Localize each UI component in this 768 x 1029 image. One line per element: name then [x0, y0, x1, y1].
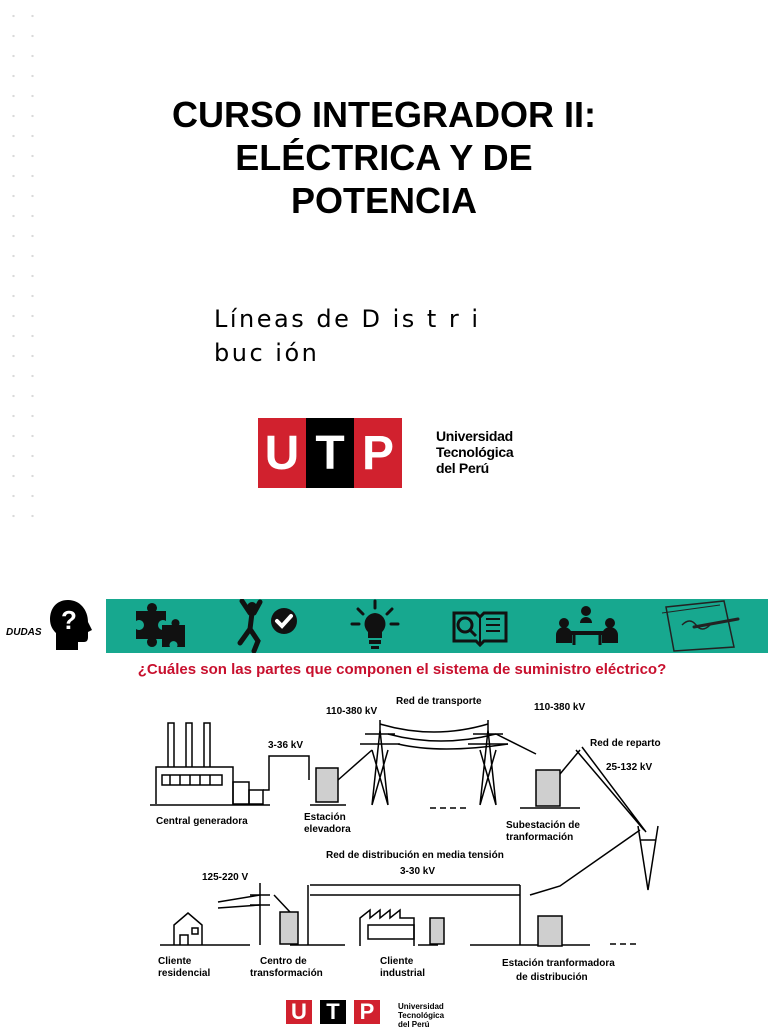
label-estacion: Estación: [304, 812, 346, 823]
logo-wordmark: U T P: [258, 418, 402, 488]
distribution-tower: [637, 825, 659, 891]
logo-text-line: Tecnológica: [436, 444, 514, 460]
logo-letter-p: P: [354, 418, 402, 488]
label-tranformacion: tranformación: [506, 832, 573, 843]
logo-text-line: del Perú: [398, 1020, 430, 1029]
logo-text-line: Universidad: [398, 1002, 444, 1011]
utp-logo-footer: U T P Universidad Tecnológica del Perú: [286, 999, 444, 1029]
label-voltage-3-36: 3-36 kV: [268, 740, 303, 751]
logo-text-line: del Perú: [436, 460, 489, 476]
label-estacion-tr-2: de distribución: [516, 972, 588, 983]
logo-letter-u: U: [286, 999, 312, 1024]
label-cliente-residencial-1: Cliente: [158, 956, 192, 967]
course-title-line: POTENCIA: [290, 180, 477, 221]
label-central: Central generadora: [156, 816, 248, 827]
logo-letter-u: U: [258, 418, 306, 488]
course-title-line: ELÉCTRICA Y DE: [235, 137, 533, 178]
label-red-transporte: Red de transporte: [396, 696, 482, 707]
lightbulb-icon: [350, 599, 400, 649]
dudas-label: DUDAS: [6, 627, 42, 638]
logo-text-line: Universidad: [436, 428, 513, 444]
lesson-subtitle: Líneas de D is t r i buc ión: [214, 302, 534, 370]
logo-university-name: Universidad Tecnológica del Perú: [398, 1002, 458, 1029]
logo-university-name: Universidad Tecnológica del Perú: [436, 428, 546, 476]
subtitle-line: Líneas de D is t r i: [214, 305, 481, 333]
label-voltage-110-left: 110-380 kV: [326, 706, 377, 717]
content-slide: DUDAS ?: [0, 560, 768, 1029]
label-voltage-110-right: 110-380 kV: [534, 702, 585, 713]
label-red-distribucion: Red de distribución en media tensión: [326, 850, 504, 861]
label-elevadora: elevadora: [304, 824, 351, 835]
industrial-building: [359, 908, 415, 946]
puzzle-icon: [136, 603, 185, 647]
open-book-icon: [452, 611, 508, 648]
subtitle-line: buc ión: [214, 339, 320, 367]
question-heading: ¿Cuáles son las partes que componen el s…: [137, 661, 667, 678]
label-centro-1: Centro de: [260, 956, 307, 967]
logo-wordmark: U T P: [286, 999, 380, 1024]
question-mark: ?: [61, 605, 77, 635]
transmission-tower-right: [468, 720, 508, 806]
icon-toolbar: [106, 599, 768, 653]
slide-background: [40, 0, 768, 540]
residential-house: [173, 912, 203, 945]
logo-letter-t: T: [306, 418, 354, 488]
signing-document-icon: [661, 600, 740, 652]
label-centro-2: transformación: [250, 968, 323, 979]
transmission-tower-left: [360, 720, 400, 806]
label-estacion-tr-1: Estación tranformadora: [502, 958, 615, 969]
label-cliente-residencial-2: residencial: [158, 968, 210, 979]
label-voltage-3-30: 3-30 kV: [400, 866, 435, 877]
label-cliente-industrial-1: Cliente: [380, 956, 414, 967]
logo-letter-p: P: [354, 999, 380, 1024]
jumping-person-check-icon: [237, 599, 297, 653]
course-title: CURSO INTEGRADOR II: ELÉCTRICA Y DE POTE…: [120, 93, 648, 222]
label-cliente-industrial-2: industrial: [380, 968, 425, 979]
logo-letter-t: T: [320, 999, 346, 1024]
power-system-diagram: Red de transporte 110-380 kV 110-380 kV …: [150, 696, 661, 983]
label-voltage-125-220: 125-220 V: [202, 872, 248, 883]
question-head-icon: ?: [50, 600, 92, 650]
utp-logo: U T P Universidad Tecnológica del Perú: [258, 418, 514, 488]
course-title-line: CURSO INTEGRADOR II:: [171, 94, 596, 135]
label-subestacion: Subestación de: [506, 820, 580, 831]
logo-text-line: Tecnológica: [398, 1011, 445, 1020]
label-red-reparto: Red de reparto: [590, 738, 661, 749]
title-slide: CURSO INTEGRADOR II: ELÉCTRICA Y DE POTE…: [0, 0, 768, 520]
group-meeting-icon: [556, 606, 618, 645]
label-voltage-25-132: 25-132 kV: [606, 762, 652, 773]
